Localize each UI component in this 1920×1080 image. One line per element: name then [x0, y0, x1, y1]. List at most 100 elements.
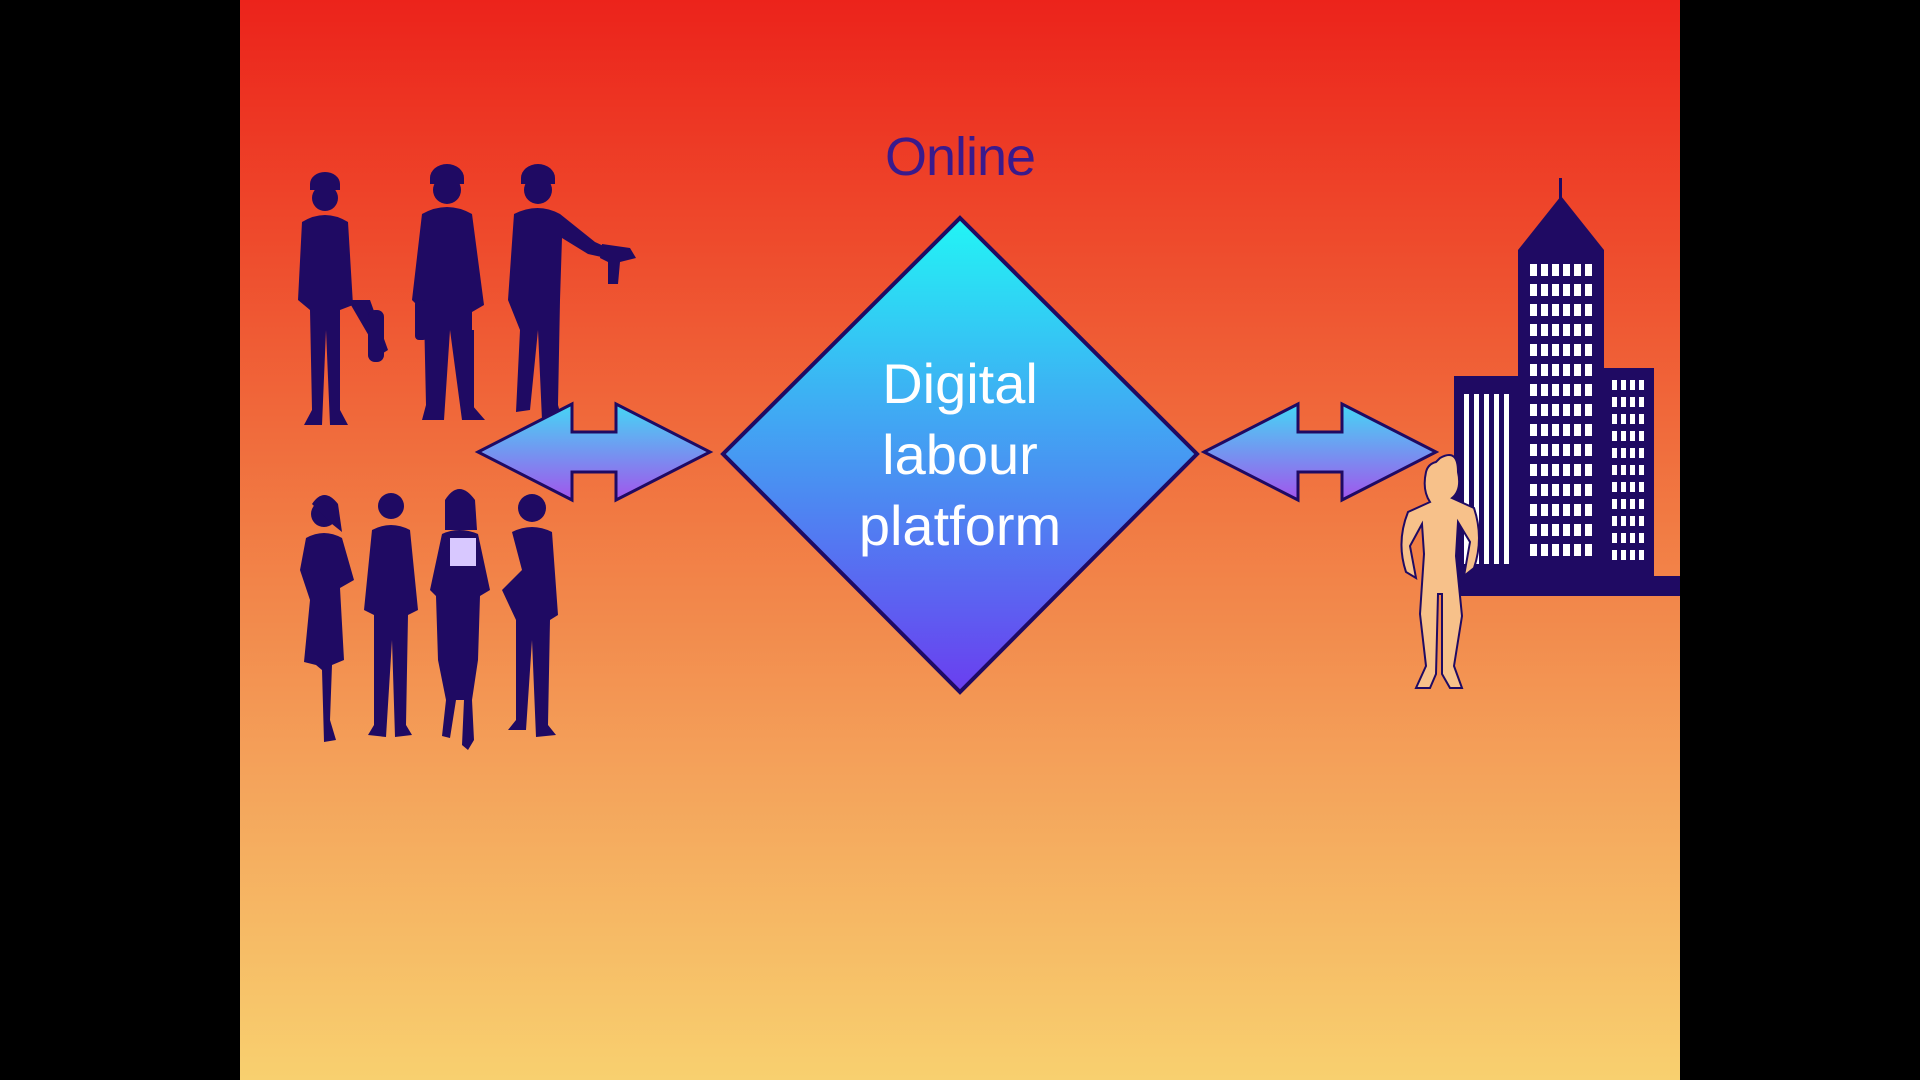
double-arrow-icon [1200, 401, 1440, 503]
window [1574, 464, 1581, 476]
window [1530, 364, 1537, 376]
window [1552, 544, 1559, 556]
workers-icon [298, 164, 636, 425]
platform-label-line: platform [858, 494, 1062, 557]
window [1585, 364, 1592, 376]
window [1563, 344, 1570, 356]
window [1585, 404, 1592, 416]
window [1612, 397, 1617, 407]
window [1563, 284, 1570, 296]
window [1574, 344, 1581, 356]
window [1541, 504, 1548, 516]
window [1563, 404, 1570, 416]
window [1541, 364, 1548, 376]
window [1621, 482, 1626, 492]
window [1541, 424, 1548, 436]
window [1563, 424, 1570, 436]
window [1552, 484, 1559, 496]
window [1639, 397, 1644, 407]
window [1621, 397, 1626, 407]
window [1639, 499, 1644, 509]
window [1530, 544, 1537, 556]
window [1574, 444, 1581, 456]
window [1612, 499, 1617, 509]
window [1585, 284, 1592, 296]
window [1541, 524, 1548, 536]
window [1639, 550, 1644, 560]
window [1630, 380, 1635, 390]
window [1552, 504, 1559, 516]
window [1541, 404, 1548, 416]
window [1552, 324, 1559, 336]
window [1574, 364, 1581, 376]
window [1574, 504, 1581, 516]
client-woman-icon [1400, 454, 1480, 689]
window [1585, 264, 1592, 276]
window [1639, 516, 1644, 526]
window [1563, 444, 1570, 456]
window [1585, 524, 1592, 536]
window [1585, 384, 1592, 396]
window [1585, 344, 1592, 356]
window [1630, 465, 1635, 475]
window [1621, 380, 1626, 390]
window [1630, 414, 1635, 424]
window [1639, 431, 1644, 441]
window [1612, 482, 1617, 492]
window [1621, 414, 1626, 424]
window [1552, 364, 1559, 376]
window [1552, 524, 1559, 536]
window [1541, 264, 1548, 276]
window [1541, 544, 1548, 556]
window [1530, 464, 1537, 476]
window [1563, 484, 1570, 496]
diagram-canvas [298, 164, 1680, 750]
window [1621, 465, 1626, 475]
window [1530, 304, 1537, 316]
window [1574, 324, 1581, 336]
window [1552, 264, 1559, 276]
window [1621, 516, 1626, 526]
platform-diamond [720, 215, 1200, 695]
tower-windows [1530, 264, 1592, 556]
window [1574, 404, 1581, 416]
window [1541, 464, 1548, 476]
window [1630, 448, 1635, 458]
window [1530, 504, 1537, 516]
window [1621, 431, 1626, 441]
window [1552, 464, 1559, 476]
window [1621, 550, 1626, 560]
platform-label-line: labour [882, 423, 1038, 486]
online-heading: Online [884, 127, 1036, 187]
window [1585, 304, 1592, 316]
window [1530, 284, 1537, 296]
window [1530, 484, 1537, 496]
window [1563, 524, 1570, 536]
window [1563, 384, 1570, 396]
window [1612, 516, 1617, 526]
window [1630, 550, 1635, 560]
window [1541, 344, 1548, 356]
window [1574, 484, 1581, 496]
window [1585, 444, 1592, 456]
window [1621, 533, 1626, 543]
window [1552, 424, 1559, 436]
window [1563, 544, 1570, 556]
platform-label: Digital labour platform [800, 348, 1120, 561]
window [1621, 448, 1626, 458]
window [1585, 484, 1592, 496]
window [1630, 533, 1635, 543]
business-people-icon [300, 489, 558, 750]
window [1585, 464, 1592, 476]
window [1574, 524, 1581, 536]
window [1621, 499, 1626, 509]
window [1612, 380, 1617, 390]
window [1563, 264, 1570, 276]
window [1574, 424, 1581, 436]
window [1563, 364, 1570, 376]
window [1552, 444, 1559, 456]
slide: Online Digital labour platform [240, 0, 1680, 1080]
window [1574, 384, 1581, 396]
window [1541, 304, 1548, 316]
window [1630, 482, 1635, 492]
